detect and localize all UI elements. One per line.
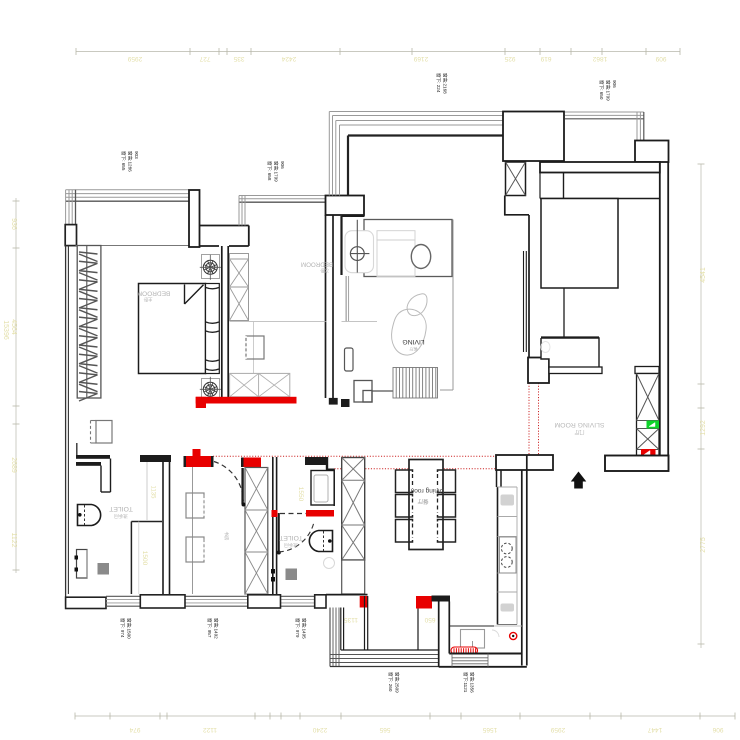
svg-text:窗下: 658: 窗下: 658 xyxy=(266,161,273,181)
svg-text:主卧: 主卧 xyxy=(143,296,152,303)
svg-text:2169: 2169 xyxy=(413,55,428,62)
svg-text:2775: 2775 xyxy=(700,537,707,553)
svg-text:客厅: 客厅 xyxy=(409,346,417,353)
svg-text:TOILET: TOILET xyxy=(279,534,303,541)
svg-text:2959: 2959 xyxy=(550,726,565,733)
svg-text:4564: 4564 xyxy=(10,319,17,335)
svg-text:BEDROOM: BEDROOM xyxy=(301,261,333,268)
svg-text:909: 909 xyxy=(655,55,666,62)
svg-text:窗下: 979: 窗下: 979 xyxy=(294,618,301,638)
svg-text:1135: 1135 xyxy=(150,486,156,500)
svg-text:TOILET: TOILET xyxy=(109,505,133,512)
svg-text:906: 906 xyxy=(280,161,285,169)
svg-text:2689: 2689 xyxy=(10,457,17,473)
svg-text:1122: 1122 xyxy=(203,726,217,733)
svg-text:窗高:1799: 窗高:1799 xyxy=(272,161,279,182)
svg-text:4541: 4541 xyxy=(700,267,707,283)
svg-text:1447: 1447 xyxy=(647,726,662,733)
svg-text:窗下: 655: 窗下: 655 xyxy=(120,151,127,171)
svg-text:974: 974 xyxy=(129,726,140,733)
svg-text:1292: 1292 xyxy=(700,420,707,436)
svg-text:903: 903 xyxy=(134,151,139,159)
svg-text:1550: 1550 xyxy=(297,487,304,502)
svg-text:窗下:1121: 窗下:1121 xyxy=(462,672,469,693)
svg-text:窗高:1356: 窗高:1356 xyxy=(468,672,475,693)
svg-text:1122: 1122 xyxy=(10,532,17,547)
svg-text:2240: 2240 xyxy=(312,726,327,733)
svg-text:窗高:1799: 窗高:1799 xyxy=(604,80,611,101)
svg-text:窗下: 260: 窗下: 260 xyxy=(387,672,394,692)
svg-text:洗手间: 洗手间 xyxy=(284,542,298,549)
svg-text:SLIVING ROOM: SLIVING ROOM xyxy=(554,421,604,428)
svg-text:906: 906 xyxy=(612,80,617,88)
svg-text:1135: 1135 xyxy=(344,616,358,623)
svg-text:727: 727 xyxy=(199,55,210,62)
svg-text:LIVING: LIVING xyxy=(402,338,424,345)
svg-text:565: 565 xyxy=(379,726,390,733)
svg-text:次卧: 次卧 xyxy=(320,267,329,274)
svg-text:936: 936 xyxy=(10,218,17,230)
svg-text:925: 925 xyxy=(504,55,515,62)
svg-text:619: 619 xyxy=(540,55,551,62)
svg-text:2424: 2424 xyxy=(281,55,296,62)
svg-text:BEDROOM: BEDROOM xyxy=(137,290,171,297)
svg-text:门厅: 门厅 xyxy=(574,429,584,436)
svg-text:餐厅: 餐厅 xyxy=(417,498,429,506)
svg-text:1500: 1500 xyxy=(141,551,148,566)
svg-text:窗下: 650: 窗下: 650 xyxy=(598,80,605,100)
svg-text:335: 335 xyxy=(233,55,244,62)
svg-text:Dining room: Dining room xyxy=(408,487,444,494)
svg-text:书房: 书房 xyxy=(223,532,230,541)
svg-text:窗下: 957: 窗下: 957 xyxy=(206,618,213,638)
svg-text:窗高:1492: 窗高:1492 xyxy=(212,618,219,639)
svg-text:窗高:2168: 窗高:2168 xyxy=(441,73,448,94)
svg-text:窗下: 224: 窗下: 224 xyxy=(435,73,442,93)
svg-text:1862: 1862 xyxy=(592,55,607,62)
svg-text:15396: 15396 xyxy=(2,320,9,340)
svg-text:906: 906 xyxy=(712,726,723,733)
svg-text:2959: 2959 xyxy=(127,55,142,62)
svg-text:窗高:1495: 窗高:1495 xyxy=(300,618,307,639)
svg-text:1565: 1565 xyxy=(482,726,497,733)
svg-text:窗高:2509: 窗高:2509 xyxy=(393,672,400,693)
svg-text:窗下: 974: 窗下: 974 xyxy=(119,618,126,638)
svg-text:650: 650 xyxy=(424,616,435,623)
svg-text:窗高:1286: 窗高:1286 xyxy=(126,151,133,172)
svg-text:窗高:1500: 窗高:1500 xyxy=(125,618,132,639)
svg-text:洗手间: 洗手间 xyxy=(114,513,128,520)
